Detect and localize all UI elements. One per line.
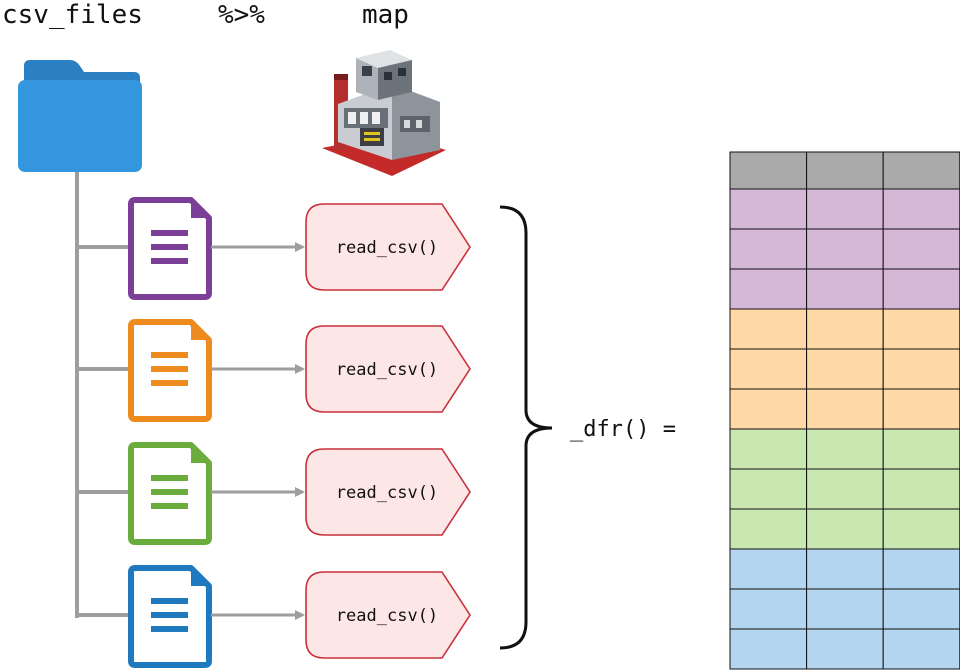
read-csv-label: read_csv() — [336, 238, 438, 258]
table-cell — [806, 628, 884, 670]
table-cell — [806, 308, 884, 350]
table-cell — [729, 228, 808, 270]
table-cell — [806, 388, 884, 430]
table-cell — [729, 388, 808, 430]
table-cell — [729, 188, 808, 230]
read-csv-function: read_csv() — [305, 325, 471, 413]
table-cell — [882, 508, 960, 550]
csv-files-label: csv_files — [2, 0, 143, 30]
table-header-cell — [882, 151, 960, 190]
table-header-cell — [806, 151, 884, 190]
table-cell — [882, 388, 960, 430]
table-cell — [882, 628, 960, 670]
table-cell — [806, 548, 884, 590]
table-cell — [729, 268, 808, 310]
file-row: read_csv() — [77, 197, 471, 300]
table-cell — [882, 468, 960, 510]
factory-icon — [322, 50, 446, 176]
read-csv-label: read_csv() — [336, 606, 438, 626]
table-cell — [729, 588, 808, 630]
read-csv-label: read_csv() — [336, 483, 438, 503]
file-row: read_csv() — [77, 565, 471, 668]
map-label: map — [362, 0, 409, 30]
document-icon — [128, 197, 212, 300]
table-cell — [806, 228, 884, 270]
table-cell — [806, 508, 884, 550]
table-cell — [729, 308, 808, 350]
table-cell — [729, 628, 808, 670]
table-cell — [882, 428, 960, 470]
document-icon — [128, 565, 212, 668]
table-cell — [806, 268, 884, 310]
table-cell — [729, 548, 808, 590]
table-cell — [729, 348, 808, 390]
table-cell — [806, 188, 884, 230]
table-cell — [806, 588, 884, 630]
folder-icon — [18, 60, 142, 172]
table-cell — [806, 348, 884, 390]
read-csv-label: read_csv() — [336, 360, 438, 380]
table-cell — [882, 548, 960, 590]
combine-brace — [499, 205, 553, 650]
table-cell — [729, 508, 808, 550]
table-header-cell — [729, 151, 808, 190]
table-cell — [882, 588, 960, 630]
table-cell — [882, 188, 960, 230]
table-cell — [882, 228, 960, 270]
pipe-operator-label: %>% — [218, 0, 265, 30]
read-csv-function: read_csv() — [305, 571, 471, 659]
result-table — [729, 151, 960, 670]
file-row: read_csv() — [77, 442, 471, 545]
table-cell — [729, 468, 808, 510]
document-icon — [128, 319, 212, 422]
table-cell — [882, 308, 960, 350]
table-cell — [882, 348, 960, 390]
read-csv-function: read_csv() — [305, 448, 471, 536]
table-cell — [882, 268, 960, 310]
table-cell — [806, 468, 884, 510]
file-rows: read_csv() read_csv() read_csv() read_csv() — [77, 197, 471, 668]
read-csv-function: read_csv() — [305, 203, 471, 291]
file-row: read_csv() — [77, 319, 471, 422]
combine-label: _dfr() = — [570, 417, 676, 442]
table-cell — [806, 428, 884, 470]
document-icon — [128, 442, 212, 545]
table-cell — [729, 428, 808, 470]
